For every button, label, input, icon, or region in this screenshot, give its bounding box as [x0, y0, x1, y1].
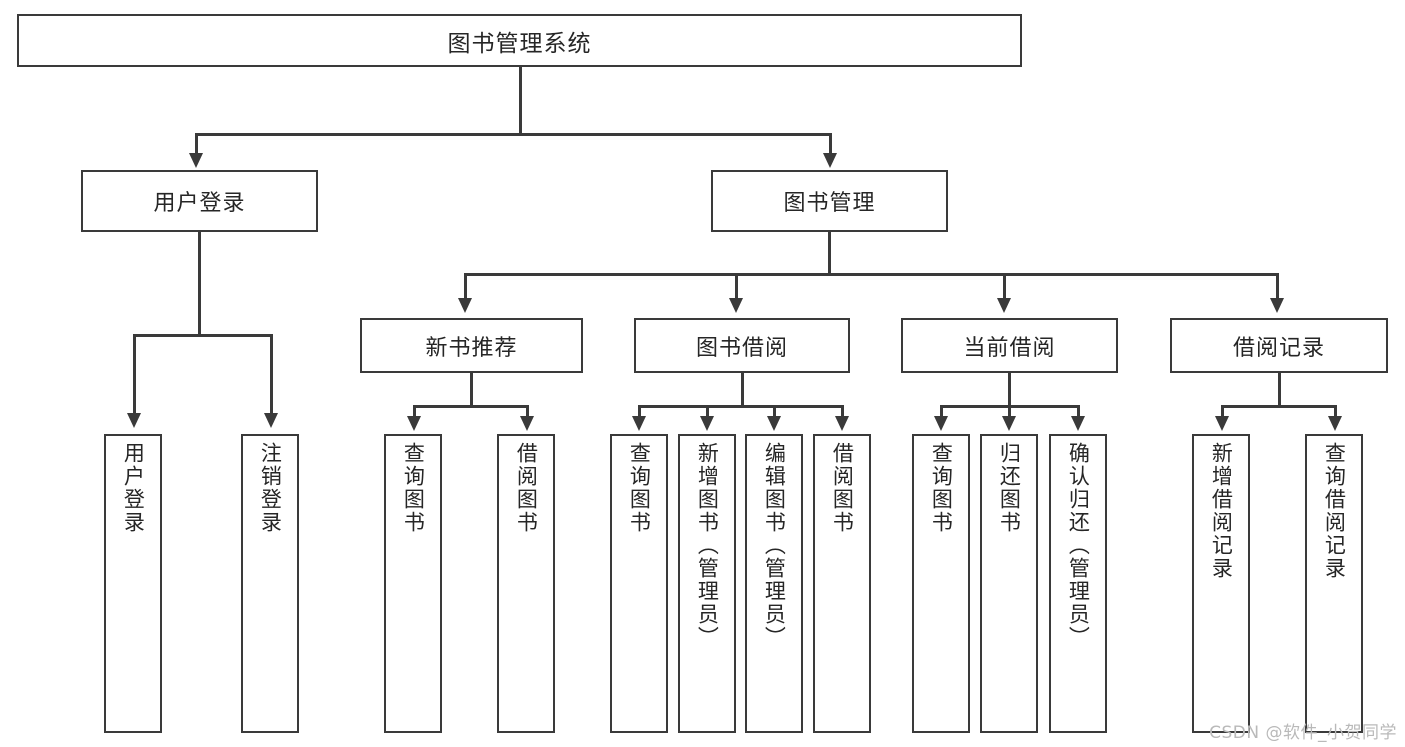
leaf-query-borrow-record[interactable]: 查询借阅记录 [1305, 434, 1363, 733]
leaf-add-book-admin[interactable]: 新增图书（管理员） [678, 434, 736, 733]
leaf-label: 确认归还（管理员） [1066, 442, 1091, 649]
leaf-label: 编辑图书（管理员） [762, 442, 787, 649]
connector-bm-to-current-borrow [1003, 273, 1006, 301]
leaf-label: 新增图书（管理员） [695, 442, 720, 649]
arrow-bb-to-leaf-2 [700, 416, 714, 431]
leaf-label: 用户登录 [121, 442, 146, 534]
arrow-bm-to-borrow-records [1270, 298, 1284, 313]
connector-bb-to-leaf-2 [706, 405, 709, 419]
node-label: 图书管理 [783, 191, 876, 216]
node-label: 借阅记录 [1232, 335, 1325, 361]
arrow-bb-to-leaf-4 [835, 416, 849, 431]
connector-root-to-book-management [829, 133, 832, 157]
connector-nb-to-leaf-1 [413, 405, 416, 419]
connector-book-borrow-stem [741, 373, 744, 408]
connector-cb-to-leaf-1 [940, 405, 943, 419]
leaf-add-borrow-record[interactable]: 新增借阅记录 [1192, 434, 1250, 733]
arrow-root-to-user-login [189, 153, 203, 168]
node-label: 新书推荐 [425, 335, 518, 361]
connector-bm-to-borrow-records [1276, 273, 1279, 301]
connector-root-to-user-login [195, 133, 198, 157]
leaf-label: 查询图书 [627, 442, 652, 534]
node-label: 图书管理系统 [447, 30, 592, 57]
arrow-bb-to-leaf-3 [767, 416, 781, 431]
arrow-bm-to-new-book [458, 298, 472, 313]
leaf-query-books-current[interactable]: 查询图书 [912, 434, 970, 733]
connector-user-login-to-leaf-2 [270, 334, 273, 417]
arrow-user-login-to-leaf-2 [264, 413, 278, 428]
arrow-user-login-to-leaf-1 [127, 413, 141, 428]
connector-new-book-bar [413, 405, 528, 408]
connector-current-borrow-stem [1008, 373, 1011, 408]
connector-bb-to-leaf-1 [638, 405, 641, 419]
node-new-book-recommendation[interactable]: 新书推荐 [360, 318, 583, 373]
leaf-label: 查询图书 [929, 442, 954, 534]
arrow-br-to-leaf-2 [1328, 416, 1342, 431]
leaf-query-books-borrowing[interactable]: 查询图书 [610, 434, 668, 733]
leaf-label: 注销登录 [258, 442, 283, 534]
connector-bm-to-book-borrow [735, 273, 738, 301]
connector-borrow-records-bar [1221, 405, 1336, 408]
leaf-confirm-return-admin[interactable]: 确认归还（管理员） [1049, 434, 1107, 733]
leaf-return-books[interactable]: 归还图书 [980, 434, 1038, 733]
arrow-cb-to-leaf-2 [1002, 416, 1016, 431]
node-root-library-management-system[interactable]: 图书管理系统 [17, 14, 1022, 67]
arrow-cb-to-leaf-1 [934, 416, 948, 431]
connector-cb-to-leaf-2 [1008, 405, 1011, 419]
connector-bb-to-leaf-3 [773, 405, 776, 419]
leaf-label: 查询借阅记录 [1322, 442, 1347, 580]
leaf-label: 新增借阅记录 [1209, 442, 1234, 580]
node-book-management[interactable]: 图书管理 [711, 170, 948, 232]
arrow-root-to-book-management [823, 153, 837, 168]
node-label: 图书借阅 [695, 335, 788, 361]
arrow-cb-to-leaf-3 [1071, 416, 1085, 431]
leaf-label: 借阅图书 [830, 442, 855, 534]
connector-user-login-bar [133, 334, 273, 337]
leaf-logout[interactable]: 注销登录 [241, 434, 299, 733]
connector-bb-to-leaf-4 [841, 405, 844, 419]
connector-new-book-stem [470, 373, 473, 408]
leaf-user-login[interactable]: 用户登录 [104, 434, 162, 733]
node-label: 用户登录 [153, 191, 246, 216]
leaf-label: 查询图书 [401, 442, 426, 534]
leaf-edit-book-admin[interactable]: 编辑图书（管理员） [745, 434, 803, 733]
connector-book-borrow-bar [638, 405, 844, 408]
arrow-bm-to-current-borrow [997, 298, 1011, 313]
connector-root-stem [519, 67, 522, 134]
connector-book-management-stem [828, 232, 831, 275]
arrow-bb-to-leaf-1 [632, 416, 646, 431]
leaf-label: 归还图书 [997, 442, 1022, 534]
leaf-borrow-books-recommendation[interactable]: 借阅图书 [497, 434, 555, 733]
node-label: 当前借阅 [963, 335, 1056, 361]
node-borrowing-records[interactable]: 借阅记录 [1170, 318, 1388, 373]
connector-nb-to-leaf-2 [526, 405, 529, 419]
node-user-login[interactable]: 用户登录 [81, 170, 318, 232]
leaf-label: 借阅图书 [514, 442, 539, 534]
connector-bm-to-new-book [464, 273, 467, 301]
arrow-br-to-leaf-1 [1215, 416, 1229, 431]
arrow-nb-to-leaf-1 [407, 416, 421, 431]
arrow-bm-to-book-borrow [729, 298, 743, 313]
node-book-borrowing[interactable]: 图书借阅 [634, 318, 850, 373]
arrow-nb-to-leaf-2 [520, 416, 534, 431]
connector-borrow-records-stem [1278, 373, 1281, 408]
connector-user-login-to-leaf-1 [133, 334, 136, 417]
leaf-borrow-books[interactable]: 借阅图书 [813, 434, 871, 733]
connector-root-bar [195, 133, 831, 136]
connector-book-management-bar [464, 273, 1278, 276]
connector-cb-to-leaf-3 [1077, 405, 1080, 419]
leaf-query-books-recommendation[interactable]: 查询图书 [384, 434, 442, 733]
node-current-borrowing[interactable]: 当前借阅 [901, 318, 1118, 373]
connector-user-login-stem [198, 232, 201, 336]
connector-br-to-leaf-1 [1221, 405, 1224, 419]
connector-br-to-leaf-2 [1334, 405, 1337, 419]
